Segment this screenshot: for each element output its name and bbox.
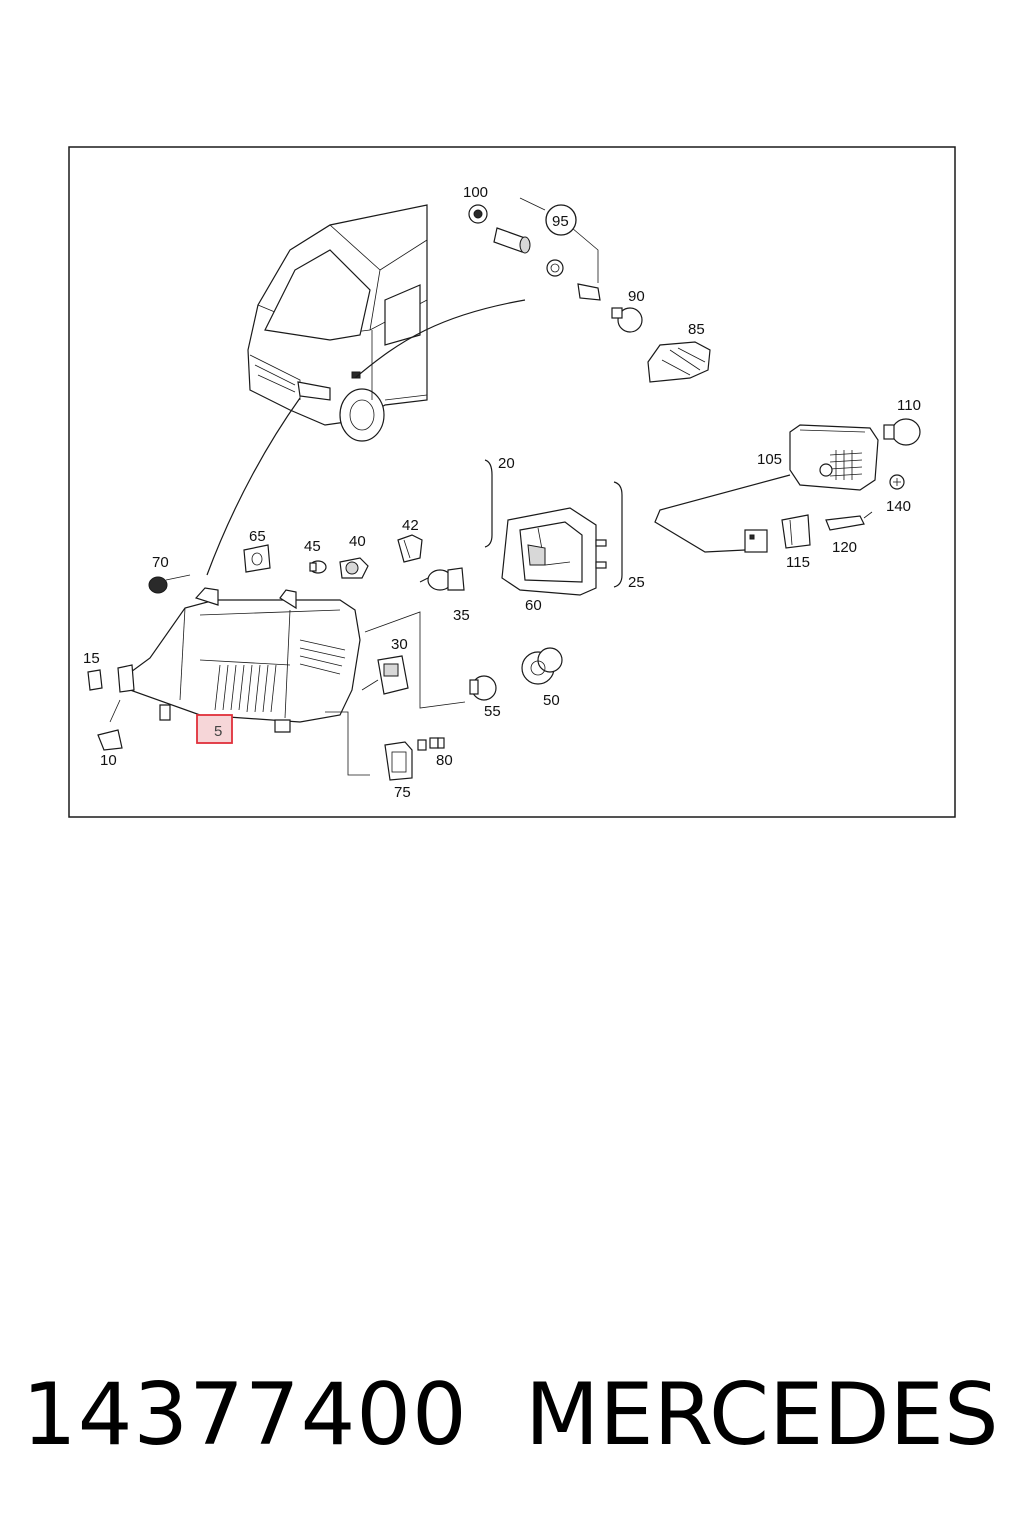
leader-van-to-side-lamp [354, 299, 526, 379]
callout-85: 85 [688, 321, 705, 338]
callout-60: 60 [525, 597, 542, 614]
part-fog-connector [744, 529, 768, 553]
bracket-20 [484, 459, 493, 548]
part-70-screw [148, 574, 191, 594]
part-30-motor [361, 655, 409, 695]
part-115-connector [781, 514, 811, 549]
callout-110: 110 [897, 397, 921, 414]
leader-95 [519, 197, 599, 283]
part-10-clip [97, 699, 123, 751]
callout-40: 40 [349, 533, 366, 550]
part-90-bulb [611, 307, 643, 333]
brand-caption: MERCEDES [525, 1365, 999, 1465]
part-55-bulb [469, 675, 497, 701]
bracket-75 [325, 711, 370, 776]
part-42-socket [397, 534, 423, 563]
callout-10: 10 [100, 752, 117, 769]
part-60-bulb-holder [501, 507, 607, 596]
callout-100: 100 [463, 184, 488, 201]
callout-90: 90 [628, 288, 645, 305]
part-5-highlight [196, 714, 233, 744]
callout-120: 120 [832, 539, 857, 556]
part-35-h7-bulb [419, 567, 465, 591]
callout-75: 75 [394, 784, 411, 801]
part-50-cap [521, 647, 563, 685]
part-5-headlamp [117, 587, 361, 733]
callout-25: 25 [628, 574, 645, 591]
part-number-caption: 14377400 [22, 1365, 468, 1465]
callout-35: 35 [453, 607, 470, 624]
callout-65: 65 [249, 528, 266, 545]
part-110-bulb [883, 418, 921, 446]
callout-140: 140 [886, 498, 911, 515]
bracket-30 [364, 611, 466, 709]
callout-55: 55 [484, 703, 501, 720]
callout-115: 115 [786, 554, 810, 571]
part-105-fog-lamp [789, 424, 879, 491]
diagram-frame [68, 146, 956, 818]
part-140-screw [889, 474, 905, 490]
callout-95: 95 [552, 213, 569, 230]
callout-15: 15 [83, 650, 100, 667]
part-100-grommet [468, 204, 488, 224]
part-120-terminal [825, 511, 873, 531]
part-85-side-lamp [647, 341, 711, 383]
van-illustration [247, 204, 428, 442]
callout-5: 5 [214, 723, 222, 740]
callout-95-circle [545, 204, 577, 236]
part-75-connector [384, 741, 413, 781]
part-65-bracket [243, 544, 271, 573]
callout-20: 20 [498, 455, 515, 472]
callout-70: 70 [152, 554, 169, 571]
part-80-terminals [417, 737, 445, 751]
callout-42: 42 [402, 517, 419, 534]
callout-30: 30 [391, 636, 408, 653]
fog-lamp-wire [654, 474, 791, 553]
part-40-bulb [339, 557, 369, 579]
part-45-bulb [309, 560, 327, 574]
callout-105: 105 [757, 451, 782, 468]
callout-50: 50 [543, 692, 560, 709]
callout-45: 45 [304, 538, 321, 555]
bracket-25 [613, 481, 623, 588]
part-95-socket [493, 227, 601, 301]
part-15-clip [87, 669, 103, 691]
leader-van-to-headlamp [206, 397, 301, 576]
callout-80: 80 [436, 752, 453, 769]
